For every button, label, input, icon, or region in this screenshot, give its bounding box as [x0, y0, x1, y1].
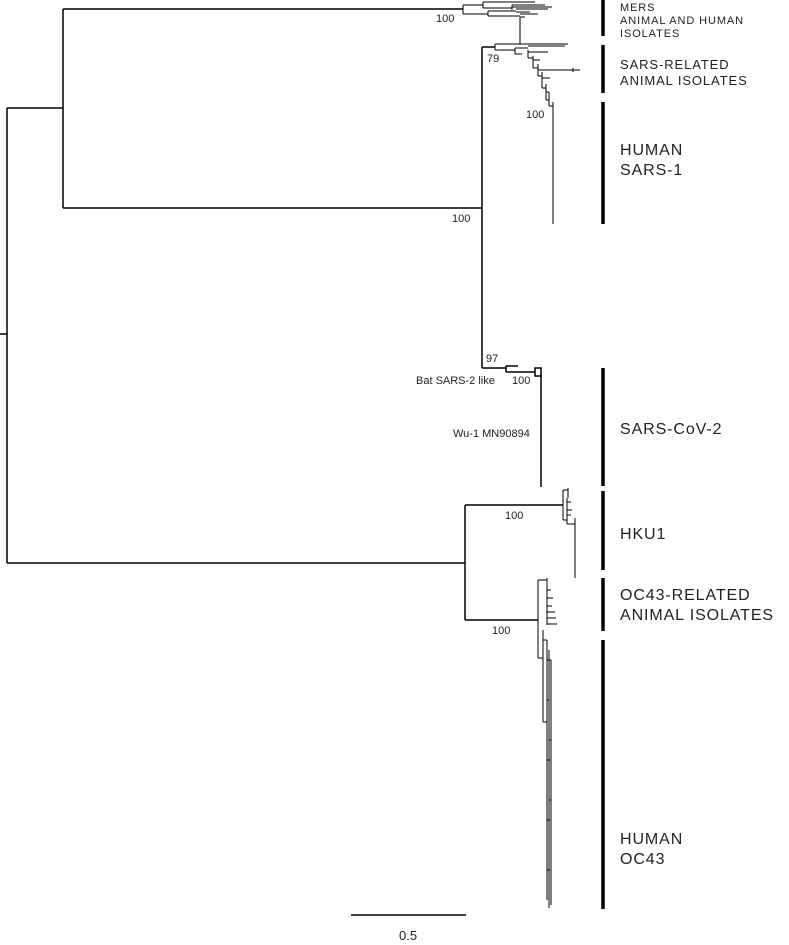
support-human-sars1: 100: [526, 109, 544, 121]
tip-label-wu1: Wu-1 MN90894: [453, 428, 530, 440]
sars1-subtree: [494, 43, 580, 224]
scale-bar: 0.5: [351, 914, 466, 943]
clade-label-oc43-related: OC43-RELATED ANIMAL ISOLATES: [620, 587, 774, 624]
tip-labels: Bat SARS-2 like Wu-1 MN90894: [416, 375, 530, 440]
clade-labels: MERS ANIMAL AND HUMAN ISOLATES SARS-RELA…: [620, 2, 774, 868]
support-sarbeco: 100: [452, 213, 470, 225]
clade-label-human-sars1: HUMAN SARS-1: [620, 142, 689, 179]
support-oc43: 100: [492, 625, 510, 637]
tree-branches: [0, 8, 563, 621]
support-mers: 100: [436, 13, 454, 25]
sars2-inner-box: [534, 367, 542, 377]
support-hku1: 100: [505, 510, 523, 522]
scale-bar-label: 0.5: [399, 928, 417, 943]
support-values: 100 79 100 100 97 100 100 100: [436, 13, 544, 637]
mers-subtree: [462, 1, 552, 44]
hku1-subtree: [562, 488, 576, 578]
clade-label-hku1: HKU1: [620, 526, 666, 543]
clade-label-sars-related: SARS-RELATED ANIMAL ISOLATES: [620, 57, 748, 88]
tip-label-bat-sars2-like: Bat SARS-2 like: [416, 375, 495, 387]
support-sars-related: 79: [487, 53, 499, 65]
oc43-subtree: [537, 578, 557, 908]
support-sars2-clade: 100: [512, 375, 530, 387]
clade-label-sars-cov-2: SARS-CoV-2: [620, 421, 722, 438]
clade-label-mers: MERS ANIMAL AND HUMAN ISOLATES: [620, 2, 748, 40]
clade-label-human-oc43: HUMAN OC43: [620, 831, 689, 868]
support-sars2-lineage: 97: [486, 353, 498, 365]
